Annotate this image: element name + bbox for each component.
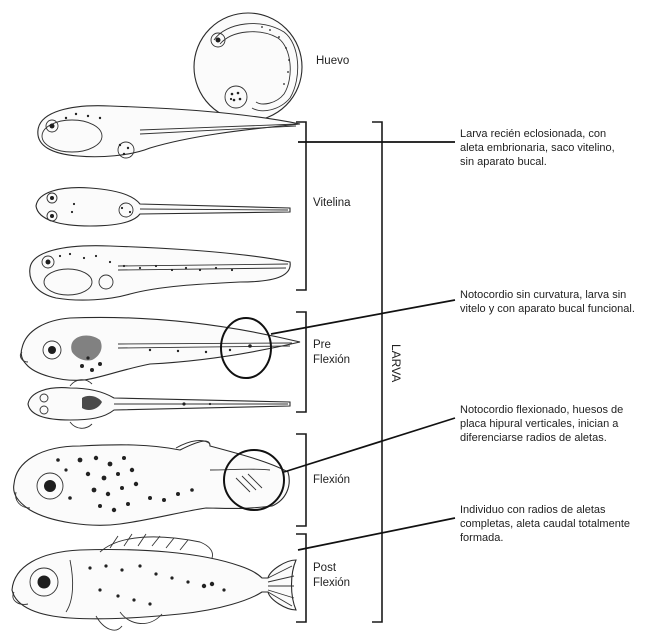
description-preflexion-line: vitelo y con aparato bucal funcional.: [460, 303, 635, 315]
leader-line-postflexion: [298, 518, 455, 550]
stage-label-larva: LARVA: [389, 344, 403, 382]
bracket-postflexion: [296, 534, 306, 622]
description-preflexion-line: Notocordio sin curvatura, larva sin: [460, 289, 626, 301]
preflexion-larva-1-illustration: [20, 317, 300, 380]
preflexion-larva-2-illustration: [28, 380, 290, 429]
description-preflexion: Notocordio sin curvatura, larva sin vite…: [460, 289, 635, 315]
yolk-sac-larva-2-illustration: [36, 188, 290, 226]
bracket-vitelina: [296, 122, 306, 290]
postflexion-larva-illustration: [12, 534, 296, 630]
description-vitelina-line: Larva recién eclosionada, con: [460, 128, 606, 140]
stage-label-preflexion-line1: Pre: [313, 339, 331, 351]
stage-label-preflexion-line2: Flexión: [313, 354, 350, 366]
description-postflexion-line: formada.: [460, 532, 503, 544]
description-flexion-line: diferenciarse radios de aletas.: [460, 432, 607, 444]
description-flexion-line: Notocordio flexionado, huesos de: [460, 404, 623, 416]
description-postflexion-line: completas, aleta caudal totalmente: [460, 518, 630, 530]
egg-illustration: [194, 13, 302, 121]
stage-label-vitelina: Vitelina: [313, 197, 351, 209]
stage-label-flexion: Flexión: [313, 474, 350, 486]
yolk-sac-larva-3-illustration: [30, 246, 290, 300]
leader-line-preflexion: [271, 300, 455, 334]
description-vitelina: Larva recién eclosionada, con aleta embr…: [460, 128, 618, 168]
description-postflexion: Individuo con radios de aletas completas…: [460, 504, 633, 544]
description-flexion: Notocordio flexionado, huesos de placa h…: [460, 404, 626, 444]
description-flexion-line: placa hipural verticales, inician a: [460, 418, 619, 430]
description-vitelina-line: sin aparato bucal.: [460, 156, 547, 168]
stage-label-postflexion-line2: Flexión: [313, 577, 350, 589]
bracket-flexion: [296, 434, 306, 526]
stage-label-postflexion-line1: Post: [313, 562, 337, 574]
flexion-larva-illustration: [14, 441, 290, 526]
stage-label-huevo: Huevo: [316, 55, 349, 67]
description-postflexion-line: Individuo con radios de aletas: [460, 504, 606, 516]
leader-line-flexion: [284, 418, 455, 472]
bracket-larva: [372, 122, 382, 622]
description-vitelina-line: aleta embrionaria, saco vitelino,: [460, 142, 615, 154]
